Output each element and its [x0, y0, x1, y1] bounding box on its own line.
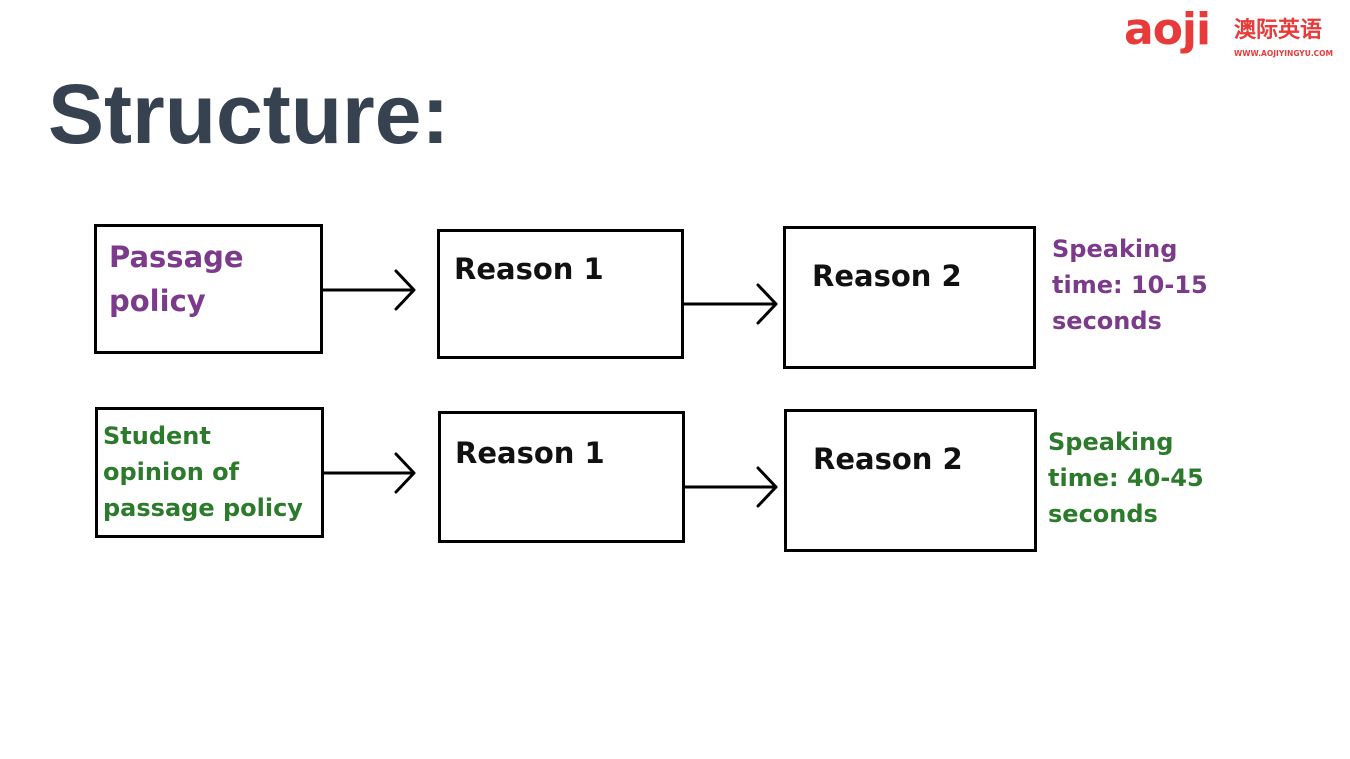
page-title: Structure:: [48, 67, 450, 161]
row2-reason2-box: Reason 2: [784, 409, 1037, 552]
logo-chinese-name: 澳际英语: [1234, 18, 1323, 43]
row2-reason1-box: Reason 1: [438, 411, 685, 543]
row1-reason1-box: Reason 1: [437, 229, 684, 359]
row2-reason2-label: Reason 2: [813, 442, 963, 476]
arrow-row2-a: [320, 452, 416, 494]
logo-wordmark: aoji: [1124, 4, 1211, 55]
arrow-row1-b: [680, 283, 778, 325]
row1-reason2-box: Reason 2: [783, 226, 1036, 369]
logo-url: WWW.AOJIYINGYU.COM: [1234, 49, 1334, 58]
row1-reason1-label: Reason 1: [454, 252, 604, 286]
passage-policy-box: Passage policy: [94, 224, 323, 354]
row2-speaking-time: Speaking time: 40-45 seconds: [1048, 428, 1204, 528]
student-opinion-box: Student opinion of passage policy: [95, 407, 324, 538]
passage-policy-label: Passage policy: [109, 240, 244, 318]
row1-reason2-label: Reason 2: [812, 259, 962, 293]
row1-speaking-time: Speaking time: 10-15 seconds: [1052, 235, 1208, 335]
aoji-logo: aoji 澳际英语 WWW.AOJIYINGYU.COM: [1124, 8, 1336, 68]
arrow-row1-a: [320, 269, 416, 311]
row2-reason1-label: Reason 1: [455, 436, 605, 470]
student-opinion-label: Student opinion of passage policy: [103, 422, 303, 522]
arrow-row2-b: [680, 466, 778, 508]
